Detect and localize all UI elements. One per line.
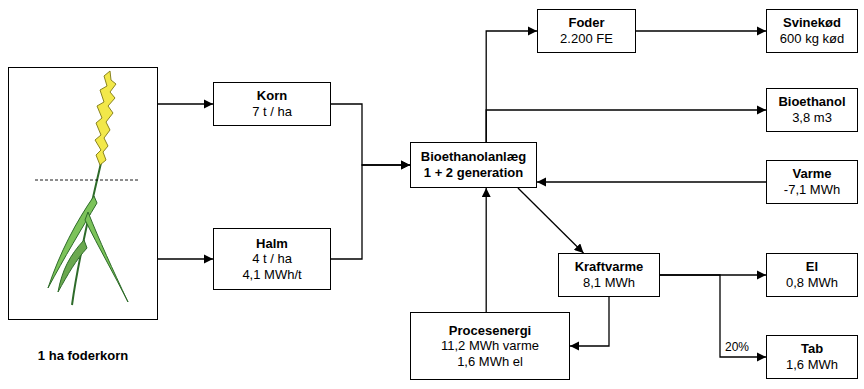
box-value: 1,6 MWh el (457, 354, 523, 370)
process-box: Korn7 t / ha (213, 82, 331, 126)
flow-arrow (518, 188, 584, 253)
box-title: Varme (792, 166, 831, 182)
process-box: Foder2.200 FE (537, 9, 636, 53)
process-box: Kraftvarme8,1 MWh (558, 253, 660, 297)
box-title: El (806, 259, 818, 275)
box-title: Svinekød (783, 15, 841, 31)
process-box: Bioethanolanlæg1 + 2 generation (410, 142, 537, 188)
box-value: 4 t / ha (252, 251, 292, 267)
box-title: 1 + 2 generation (424, 165, 523, 181)
box-title: Tab (801, 341, 823, 357)
box-value: 11,2 MWh varme (441, 338, 539, 354)
flow-arrow (486, 31, 537, 142)
flow-arrow (486, 188, 487, 312)
box-value: -7,1 MWh (784, 182, 840, 198)
edge-label: 20% (724, 340, 750, 354)
process-box: Bioethanol3,8 m3 (766, 88, 858, 132)
flow-arrow (660, 275, 766, 357)
flow-arrow (486, 110, 766, 142)
illustration-frame: 1 ha foderkorn (8, 67, 158, 320)
box-title: Procesenergi (449, 323, 531, 339)
box-title: Halm (256, 236, 288, 252)
box-value: 8,1 MWh (583, 275, 635, 291)
box-title: Bioethanolanlæg (421, 149, 526, 165)
process-box: El0,8 MWh (766, 253, 858, 297)
box-value: 7 t / ha (252, 104, 292, 120)
flow-arrow (570, 297, 609, 346)
flow-arrow (331, 104, 410, 165)
flow-arrow (158, 103, 213, 104)
box-value: 2.200 FE (560, 31, 613, 47)
process-box: Tab1,6 MWh (766, 335, 858, 379)
box-title: 1 ha foderkorn (38, 348, 128, 364)
process-box: Procesenergi11,2 MWh varme1,6 MWh el (410, 312, 570, 380)
flow-arrow (537, 181, 766, 182)
box-value: 3,8 m3 (792, 110, 832, 126)
flow-arrow (636, 30, 766, 31)
box-value: 1,6 MWh (786, 357, 838, 373)
flow-arrow (158, 258, 213, 259)
box-title: Foder (568, 15, 604, 31)
box-value: 600 kg kød (780, 31, 844, 47)
box-title: Kraftvarme (575, 259, 644, 275)
box-value: 4,1 MWh/t (242, 267, 301, 283)
box-title: Korn (257, 88, 287, 104)
flow-arrow (331, 165, 410, 259)
process-box: Halm4 t / ha4,1 MWh/t (213, 228, 331, 290)
box-value: 0,8 MWh (786, 275, 838, 291)
box-title: Bioethanol (778, 94, 845, 110)
process-box: Svinekød600 kg kød (766, 9, 858, 53)
process-box: Varme-7,1 MWh (766, 160, 858, 204)
